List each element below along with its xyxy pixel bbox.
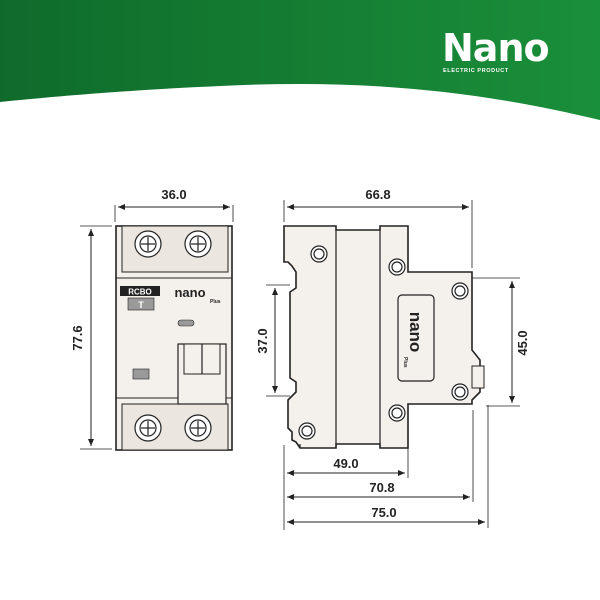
front-type-label: RCBO	[128, 288, 152, 297]
screw-icon	[184, 414, 212, 442]
side-left-dimension: 37.0	[255, 328, 270, 353]
side-logo-sub: Plus	[402, 357, 408, 368]
brand-logo: Nano ELECTRIC PRODUCT	[424, 26, 574, 86]
front-logo-text: nano	[174, 285, 205, 300]
rivet-icon	[310, 245, 328, 263]
side-logo-text: nano	[406, 312, 425, 353]
rivet-icon	[451, 383, 469, 401]
front-width-dimension: 36.0	[161, 187, 186, 202]
front-curve-label: T	[138, 300, 144, 310]
side-bottom-dimension-3: 75.0	[371, 505, 396, 520]
rivet-icon	[451, 282, 469, 300]
screw-icon	[134, 414, 162, 442]
screw-icon	[184, 230, 212, 258]
brand-tagline: ELECTRIC PRODUCT	[443, 68, 509, 74]
side-right-dimension: 45.0	[515, 330, 530, 355]
front-logo-sub: Plus	[210, 299, 221, 305]
front-height-dimension: 77.6	[70, 325, 85, 350]
side-view	[266, 200, 520, 530]
screw-icon	[134, 230, 162, 258]
brand-logo-text: Nano	[442, 26, 550, 70]
side-bottom-dimension-2: 70.8	[369, 480, 394, 495]
side-bottom-dimension-1: 49.0	[333, 456, 358, 471]
rivet-icon	[388, 258, 406, 276]
front-view	[80, 204, 234, 451]
rivet-icon	[298, 422, 316, 440]
rivet-icon	[388, 404, 406, 422]
side-depth-dimension: 66.8	[365, 187, 390, 202]
